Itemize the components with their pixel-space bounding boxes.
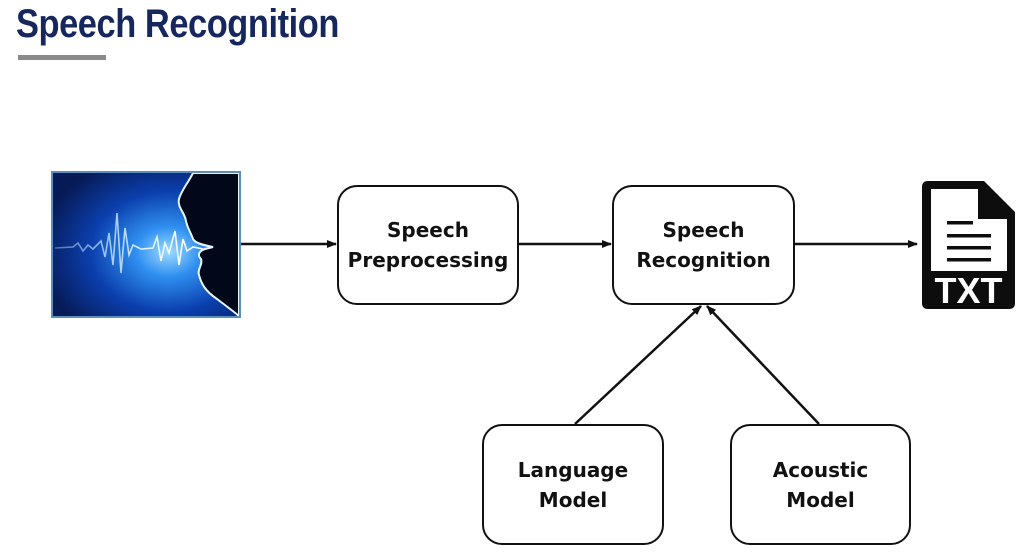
node-label-line: Acoustic <box>772 457 869 482</box>
node-label-line: Preprocessing <box>347 248 509 272</box>
txt-file-label: TXT <box>935 270 1003 311</box>
arrow-acoustic-model-to-recognition <box>706 305 820 425</box>
node-label-line: Speech <box>387 218 469 242</box>
arrow-language-model-to-recognition <box>574 305 702 425</box>
speaking-face-soundwave-icon <box>51 171 241 318</box>
node-acoustic-model: Acoustic Model <box>730 424 911 545</box>
node-language-model: Language Model <box>482 424 664 545</box>
page-title: Speech Recognition <box>16 2 339 46</box>
node-speech-preprocessing: Speech Preprocessing <box>337 185 519 305</box>
node-label-line: Model <box>538 487 608 512</box>
node-label-line: Language <box>517 457 629 482</box>
node-speech-recognition: Speech Recognition <box>612 185 795 305</box>
node-label-line: Recognition <box>636 248 771 272</box>
node-label-line: Model <box>786 487 855 512</box>
title-underline <box>18 55 106 60</box>
node-label-line: Speech <box>662 218 745 242</box>
txt-file-icon: TXT <box>920 179 1017 311</box>
